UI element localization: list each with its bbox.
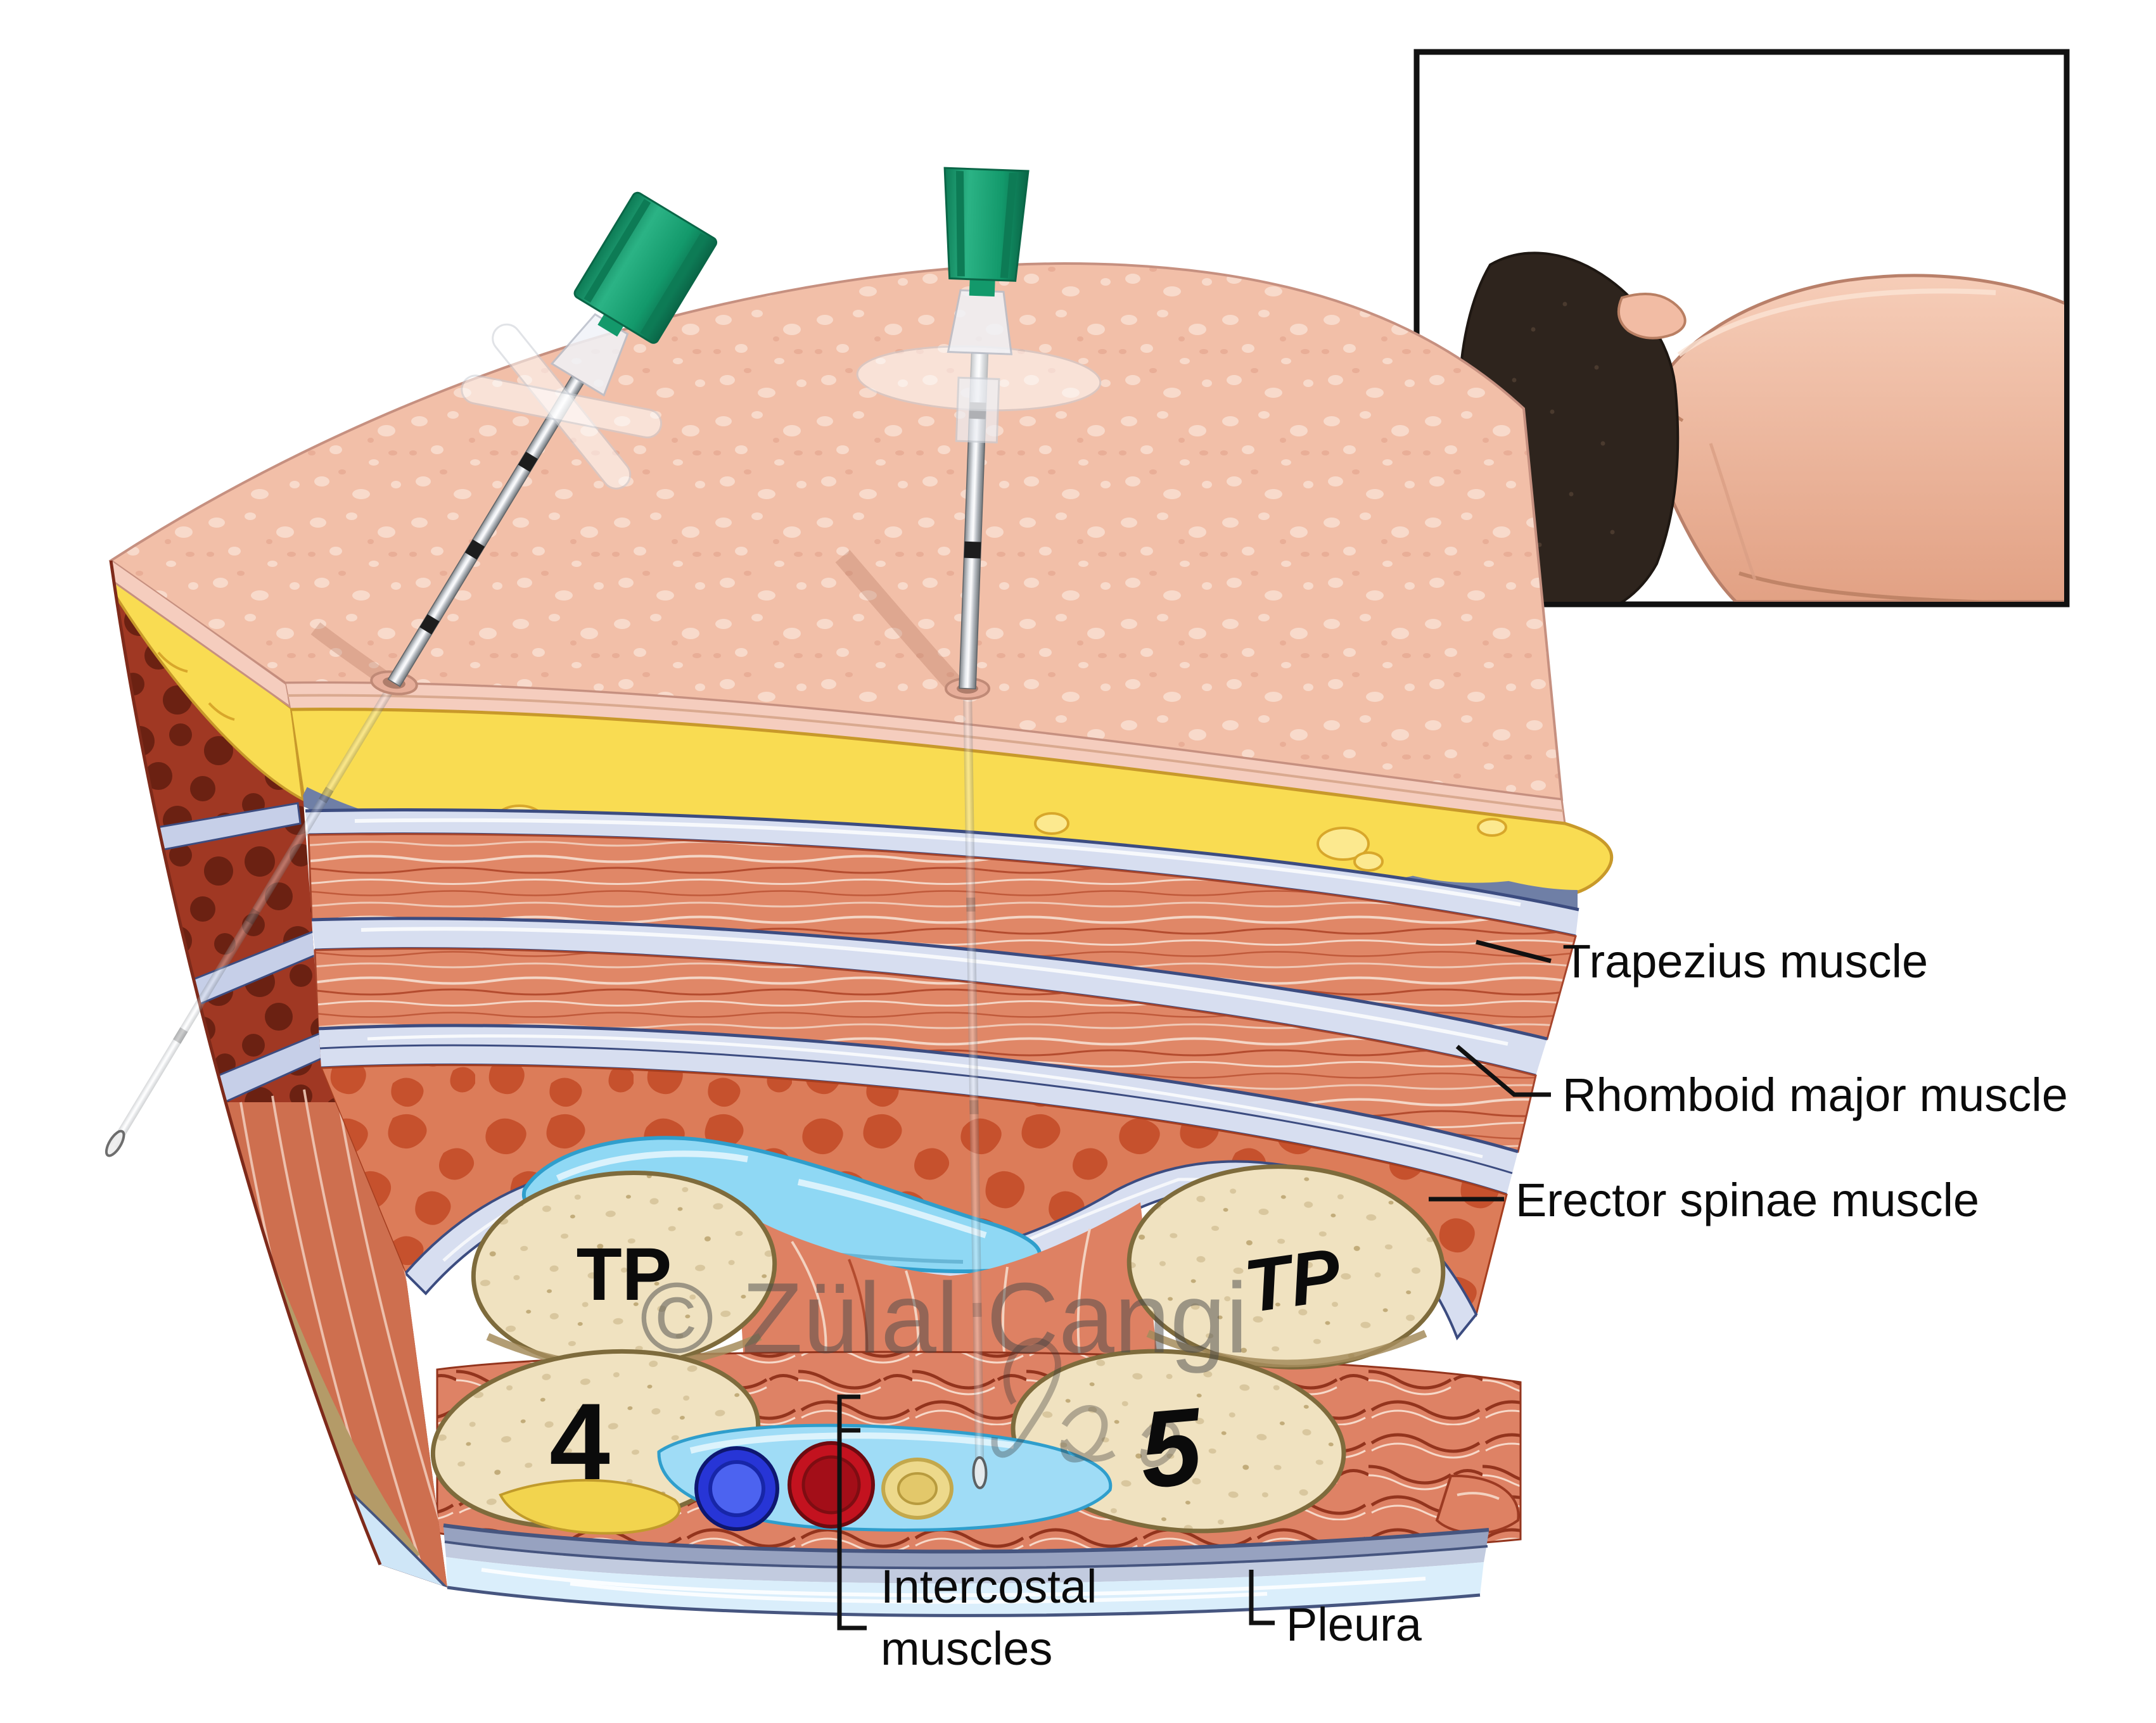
patient-body [1645, 274, 2064, 602]
tp-shadow [1146, 1330, 1427, 1368]
erector-spinae-label: Erector spinae muscle [1515, 1174, 1979, 1226]
intercostal-label-line1: Intercostal [881, 1560, 1097, 1613]
tp-right-label: TP [1239, 1233, 1346, 1329]
muscle-wedge [1435, 1474, 1520, 1535]
tissue-block [108, 262, 1614, 1617]
rhomboid-label: Rhomboid major muscle [1562, 1069, 2068, 1121]
needle-1-cap [573, 191, 718, 344]
watermark: © Zülal Cangi [640, 1262, 1248, 1468]
needle-1-tip [105, 1129, 125, 1157]
intercostal-label-line2: muscles [881, 1622, 1052, 1675]
needle-2-tip [972, 1456, 988, 1489]
annotation-layer: Trapezius muscle Rhomboid major muscle E… [549, 935, 2068, 1675]
needle-2 [856, 167, 1102, 690]
watermark-signature [991, 1337, 1180, 1468]
needle-1-hub [550, 313, 629, 397]
intercostal-vein [694, 1446, 779, 1531]
tp-left-label: TP [577, 1233, 672, 1316]
pleura-leader [1249, 1570, 1275, 1625]
needle-2-in-tissue [963, 688, 988, 1489]
watermark-text: © Zülal Cangi [640, 1262, 1248, 1374]
intercostal-leader [837, 1394, 867, 1631]
patient-ear [1617, 293, 1687, 340]
patient-arm-crease [1738, 571, 2015, 602]
needle-1-in-tissue [105, 680, 398, 1157]
needle-2-cap [943, 167, 1030, 282]
trapezius-label: Trapezius muscle [1562, 935, 1928, 988]
needle-1-wings [461, 323, 663, 490]
rhomboid-leader [1455, 1045, 1551, 1097]
rib-5-label: 5 [1135, 1385, 1208, 1511]
rib-4-label: 4 [549, 1381, 610, 1503]
needle-shadow [835, 550, 962, 691]
needle-2-hub [947, 289, 1013, 355]
trapezius-leader [1476, 939, 1552, 963]
pleura-layers [443, 1523, 1489, 1617]
intercostal-artery [788, 1441, 875, 1529]
intercostal-nerve [881, 1458, 954, 1520]
needle-1 [387, 191, 718, 687]
pleura-label: Pleura [1286, 1598, 1422, 1651]
